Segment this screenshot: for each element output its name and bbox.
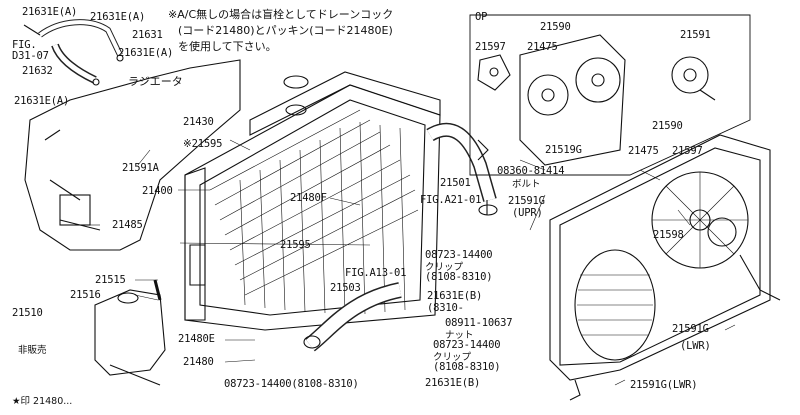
label-21503: 21503: [330, 282, 361, 294]
note-line-1: ※A/C無しの場合は盲栓としてドレーンコック: [168, 8, 394, 21]
label-21591G-upr: 21591G: [508, 195, 545, 207]
label-21590: 21590: [540, 21, 571, 33]
note-line-3: を使用して下さい。: [178, 40, 277, 53]
bottom-note: ★印 21480...: [12, 396, 73, 407]
label-clip-2-kana: クリップ: [433, 352, 472, 363]
label-op: OP: [475, 11, 488, 23]
note-line-2: (コード21480)とパッキン(コード21480E): [178, 24, 393, 37]
label-21597: 21597: [475, 41, 506, 53]
label-not-for-sale: 非販売: [18, 345, 47, 356]
label-clip-1: 08723-14400: [425, 249, 493, 261]
fig-ref-d31: D31-07: [12, 50, 49, 62]
label-21631E-A: 21631E(A): [118, 47, 174, 59]
label-21590: 21590: [652, 120, 683, 132]
label-21475: 21475: [527, 41, 558, 53]
label-21631E-B: 21631E(B): [427, 290, 483, 302]
label-21632: 21632: [22, 65, 53, 77]
label-clip-1-range: (8108-8310): [425, 271, 493, 283]
fig-ref-a21: FIG.A21-01: [420, 194, 482, 206]
label-21631: 21631: [132, 29, 163, 41]
label-clip-bottom: 08723-14400(8108-8310): [224, 378, 359, 390]
label-21430: 21430: [183, 116, 214, 128]
label-21631E-A: 21631E(A): [14, 95, 70, 107]
label-08911: 08911-10637: [445, 317, 513, 329]
label-21480F: 21480F: [290, 192, 327, 204]
label-21519G: 21519G: [545, 144, 582, 156]
label-08360: 08360-81414: [497, 165, 565, 177]
fig-ref-a13: FIG.A13-01: [345, 267, 407, 279]
label-21515: 21515: [95, 274, 126, 286]
reservoir-21510: [94, 289, 166, 376]
label-range-8310: (8310-: [427, 302, 464, 314]
label-upr: (UPR): [512, 207, 543, 219]
label-21595: 21595: [280, 239, 311, 251]
shroud-21590: [549, 134, 771, 381]
shroud-21485: [24, 59, 241, 251]
label-21516: 21516: [70, 289, 101, 301]
label-lwr: (LWR): [680, 340, 711, 352]
label-21400: 21400: [142, 185, 173, 197]
label-bolt: ボルト: [512, 179, 541, 190]
label-21485: 21485: [112, 219, 143, 231]
label-21591G-lwr: 21591G(LWR): [630, 379, 698, 391]
label-21591: 21591: [680, 29, 711, 41]
label-clip-2: 08723-14400: [433, 339, 501, 351]
label-21631E-B: 21631E(B): [425, 377, 481, 389]
label-21631E-A: 21631E(A): [22, 6, 78, 18]
inset-frame: [469, 14, 751, 176]
fig-ref-d31: FIG.: [12, 39, 37, 51]
label-clip-2-range: (8108-8310): [433, 361, 501, 373]
label-21591G-lwr: 21591G: [672, 323, 709, 335]
label-21631E-A: 21631E(A): [90, 11, 146, 23]
motor-21591: [671, 56, 709, 94]
label-clip-1-kana: クリップ: [425, 262, 464, 273]
shroud-21590-top: [519, 34, 626, 166]
label-21595-note: ※21595: [183, 138, 223, 150]
label-nut: ナット: [445, 330, 474, 341]
louver-panel: [574, 249, 656, 361]
label-21475: 21475: [628, 145, 659, 157]
label-21480: 21480: [183, 356, 214, 368]
label-21597: 21597: [672, 145, 703, 157]
label-21510: 21510: [12, 307, 43, 319]
label-21598: 21598: [653, 229, 684, 241]
label-radiator: ラジエータ: [128, 75, 183, 88]
label-21591A: 21591A: [122, 162, 159, 174]
label-21501: 21501: [440, 177, 471, 189]
label-21480E: 21480E: [178, 333, 215, 345]
